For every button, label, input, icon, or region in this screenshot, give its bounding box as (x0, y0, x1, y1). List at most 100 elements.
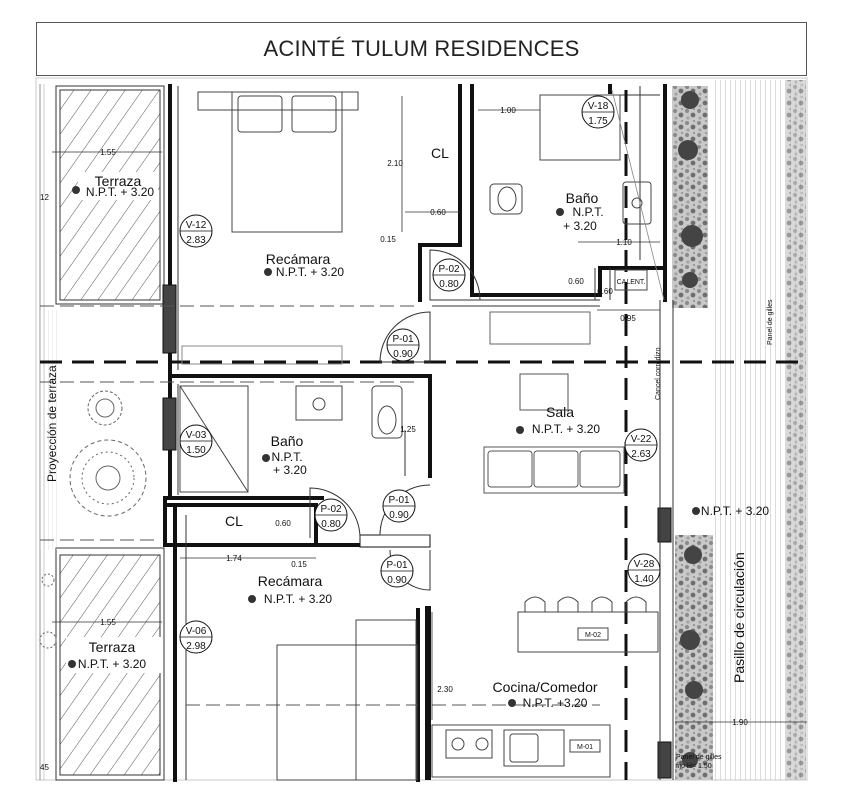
plan-title: ACINTÉ TULUM RESIDENCES (263, 36, 580, 61)
bedroom-bottom-label: Recámara (258, 573, 323, 589)
wall-segment (425, 606, 431, 780)
dim-label: 0.15 (291, 560, 307, 569)
dim-label: 0.60 (597, 287, 613, 296)
window-tag-v06-size: 2.98 (186, 641, 206, 652)
door-tag-p02b-id: P-02 (320, 504, 342, 515)
door-tag-p01c-id: P-01 (386, 560, 408, 571)
dim-label: 0.60 (568, 277, 584, 286)
bedroom-top-npt: N.P.T. + 3.20 (276, 265, 344, 279)
shrub-icon (678, 91, 703, 768)
window-tag-v12-id: V-12 (186, 220, 207, 231)
dim-label: 0.95 (620, 314, 636, 323)
console-top (489, 311, 591, 345)
kitchen-npt: N.P.T. +3.20 (523, 696, 588, 710)
panel-note-1: Panel de gilles (676, 754, 722, 761)
dining-icon (517, 596, 659, 653)
dimension-lines (52, 96, 807, 723)
gravel-strip-edge (786, 80, 806, 780)
panel-note-2: fijo H= 1.50 (676, 763, 712, 770)
dim-label: 12 (40, 193, 49, 202)
column (162, 397, 177, 451)
bedroom-bottom-npt: N.P.T. + 3.20 (264, 592, 332, 606)
door-tag-p01b-size: 0.90 (389, 510, 409, 521)
bathroom-top-label: Baño (566, 190, 599, 206)
door-tag-p01-size: 0.90 (393, 349, 413, 360)
heater-label: CALENT. (617, 279, 646, 286)
door-tag-p01-id: P-01 (392, 334, 414, 345)
window-tag-v22-id: V-22 (631, 434, 652, 445)
dim-label: 1.25 (400, 425, 416, 434)
kitchen-counter-icon (431, 724, 611, 778)
column (162, 284, 177, 354)
sofa-icon (483, 373, 625, 494)
door-tag-p02b-size: 0.80 (321, 519, 341, 530)
interior-lines (177, 86, 674, 780)
window-tag-v22-size: 2.63 (631, 449, 651, 460)
living-npt: N.P.T. + 3.20 (532, 422, 600, 436)
window-tag-v28-size: 1.40 (634, 574, 654, 585)
door-tag-p02-id: P-02 (438, 264, 460, 275)
dim-label: 1.10 (616, 238, 632, 247)
gravel-strip-bottom (675, 535, 713, 780)
terrace-top-label: Terraza (95, 173, 142, 189)
tree-icon (39, 390, 147, 649)
bathroom-top-npt-level: + 3.20 (563, 219, 597, 233)
dim-label: 0.60 (430, 208, 446, 217)
bedroom-top-label: Recámara (266, 251, 331, 267)
sliding-door-label: Cancel corredizo (655, 347, 662, 400)
terrace-bottom-border (55, 547, 165, 781)
terrace-bottom-label: Terraza (89, 639, 136, 655)
panel-vertical-label: Panel de gilles (767, 299, 774, 345)
column (657, 507, 672, 543)
terrace-projection-label: Proyección de terraza (45, 365, 59, 482)
bed-bottom-icon (276, 619, 418, 781)
terrace-top-label-bg (78, 172, 158, 200)
closet-mid-label: CL (225, 513, 243, 529)
terrace-top-npt: N.P.T. + 3.20 (86, 185, 154, 199)
dim-label: 0.15 (380, 235, 396, 244)
window-tag-v18-id: V-18 (588, 101, 609, 112)
door-tag-p02-size: 0.80 (439, 279, 459, 290)
glass-diagonal (611, 89, 665, 301)
tag-dividers (180, 111, 660, 638)
door-tag-p01c-size: 0.90 (387, 575, 407, 586)
window-tag-v18-size: 1.75 (588, 116, 608, 127)
bed-top-icon (197, 91, 359, 233)
dim-label: 1.74 (226, 554, 242, 563)
dim-label: 1.00 (500, 106, 516, 115)
dim-label: 2.10 (387, 159, 403, 168)
corridor-label: Pasillo de circulación (731, 552, 747, 683)
column (657, 741, 672, 779)
bathroom-mid-label: Baño (271, 433, 304, 449)
kitchen-label: Cocina/Comedor (492, 679, 597, 695)
window-tag-v03-size: 1.50 (186, 445, 206, 456)
closet-top-label: CL (431, 145, 449, 161)
projection-lines (40, 305, 600, 706)
bathroom-mid-npt-level: + 3.20 (273, 463, 307, 477)
bathroom-top-npt: N.P.T. (572, 205, 603, 219)
dim-label: 1.55 (100, 618, 116, 627)
corridor-npt: N.P.T. + 3.20 (701, 504, 769, 518)
dim-label: 45 (40, 763, 49, 772)
plan-title-box: ACINTÉ TULUM RESIDENCES (36, 22, 807, 76)
terrace-bottom-npt: N.P.T. + 3.20 (78, 657, 146, 671)
terrace-top-border (55, 85, 165, 305)
axis-lines (40, 90, 807, 780)
window-tag-v28-id: V-28 (634, 559, 655, 570)
dim-label: 0.60 (275, 519, 291, 528)
level-marker-icon (68, 186, 700, 707)
furniture-m01: M-01 (577, 744, 593, 751)
gravel-strip-top (672, 86, 708, 308)
furniture-m02: M-02 (585, 632, 601, 639)
bathroom-top-fixtures (489, 94, 652, 291)
dim-label: 1.55 (100, 148, 116, 157)
terrace-bottom-label-bg (66, 637, 162, 673)
door-frame (359, 534, 431, 548)
dim-label: 1.90 (732, 718, 748, 727)
living-label: Sala (546, 404, 574, 420)
projection-hatch (38, 310, 58, 550)
window-tag-v06-id: V-06 (186, 626, 207, 637)
bench-top (181, 345, 343, 365)
bathroom-mid-npt: N.P.T. (271, 450, 302, 464)
